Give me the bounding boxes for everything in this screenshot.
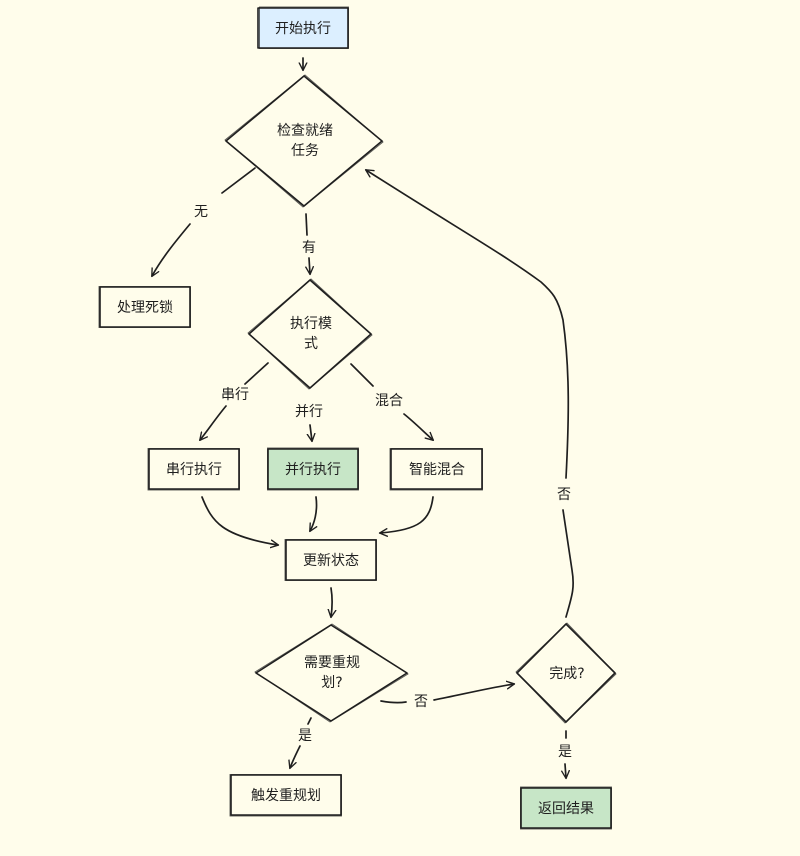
edge-mix-to-update [380,496,434,533]
edge-label-replan-no: 否 [414,694,428,710]
edge-label-mixed: 混合 [375,393,403,409]
node-need-replan-line1: 需要重规 [304,655,360,671]
node-need-replan: 需要重规 划? [254,623,409,723]
node-update-state: 更新状态 [284,539,377,581]
node-done-check: 完成? [515,622,617,724]
edge-done-to-check-loop [366,170,575,618]
edge-check-to-deadlock [152,167,256,276]
node-return-result-label: 返回结果 [538,801,594,817]
node-start-label: 开始执行 [275,21,331,37]
node-handle-deadlock: 处理死锁 [98,286,191,328]
node-start: 开始执行 [257,6,349,49]
node-check-ready-line2: 任务 [291,143,319,159]
edge-labels: 无 有 串行 并行 混合 是 否 是 否 [194,204,572,760]
edge-label-has: 有 [302,240,316,256]
edge-label-serial: 串行 [221,387,249,403]
node-check-ready: 检查就绪 任务 [224,74,384,208]
edge-label-done-yes: 是 [558,744,572,760]
edges [152,57,575,778]
edge-label-parallel: 并行 [295,404,323,420]
node-check-ready-line1: 检查就绪 [277,123,333,139]
edge-check-to-mode [306,213,310,274]
node-parallel-exec: 并行执行 [267,447,359,491]
edge-parallel-to-update [310,496,317,531]
node-exec-mode-line2: 式 [304,336,318,352]
edge-replan-to-trigger [290,717,312,768]
edge-serial-to-update [201,496,278,545]
edge-done-to-result [565,730,566,778]
node-exec-mode: 执行模 式 [247,278,373,390]
node-trigger-replan: 触发重规划 [229,774,342,817]
edge-replan-to-done [380,684,514,704]
edge-mode-to-serial [200,362,269,440]
edge-mode-to-parallel [310,424,312,441]
edge-mode-to-mix [350,363,433,440]
edge-label-done-no: 否 [557,487,571,503]
edge-label-replan-yes: 是 [298,728,312,744]
edge-label-none: 无 [194,204,208,220]
node-smart-mix-label: 智能混合 [409,462,465,478]
edge-update-to-replan [331,587,332,617]
node-smart-mix: 智能混合 [389,448,483,491]
node-parallel-exec-label: 并行执行 [285,462,341,478]
node-need-replan-line2: 划? [321,675,342,691]
node-update-state-label: 更新状态 [303,553,359,569]
node-serial-exec: 串行执行 [147,448,240,491]
node-exec-mode-line1: 执行模 [290,316,332,332]
node-trigger-replan-label: 触发重规划 [251,788,321,804]
node-handle-deadlock-label: 处理死锁 [117,300,173,316]
node-done-check-label: 完成? [549,666,584,682]
node-serial-exec-label: 串行执行 [166,462,222,478]
node-return-result: 返回结果 [520,786,612,830]
